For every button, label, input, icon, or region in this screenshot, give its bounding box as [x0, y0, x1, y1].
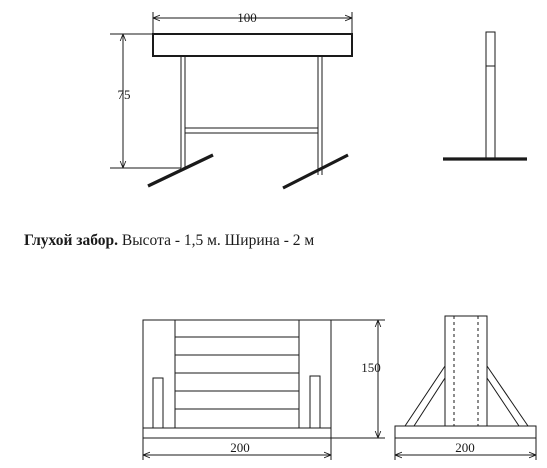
left-support-post — [152, 377, 164, 429]
top-board — [152, 33, 353, 57]
hurdle-side-view — [443, 31, 527, 161]
caption-details: Высота - 1,5 м. Ширина - 2 м — [118, 232, 315, 249]
right-brace-outer — [486, 365, 529, 427]
right-foot — [282, 153, 349, 190]
fence-height-dimension-label: 150 — [361, 360, 381, 375]
fence-front-view: 200 150 — [142, 319, 385, 460]
fence-side-panel — [444, 315, 488, 427]
width-dimension-label: 100 — [237, 10, 257, 25]
hurdle-front-view: 100 75 — [110, 10, 353, 190]
height-dimension-label: 75 — [118, 87, 131, 102]
left-foot — [147, 153, 214, 188]
right-support-post — [309, 375, 321, 429]
right-brace-inner — [486, 377, 520, 427]
fence-side-view: 200 — [394, 315, 537, 460]
side-post — [485, 31, 496, 159]
fence-frame — [142, 319, 332, 439]
fence-panel — [174, 319, 300, 429]
left-brace-inner — [413, 377, 446, 427]
fence-side-base — [394, 425, 537, 439]
left-brace-outer — [404, 365, 446, 427]
fence-caption: Глухой забор. Высота - 1,5 м. Ширина - 2… — [24, 232, 314, 250]
front-width-dimension-label: 200 — [230, 440, 250, 455]
side-width-dimension-label: 200 — [455, 440, 475, 455]
caption-title: Глухой забор. — [24, 232, 119, 249]
